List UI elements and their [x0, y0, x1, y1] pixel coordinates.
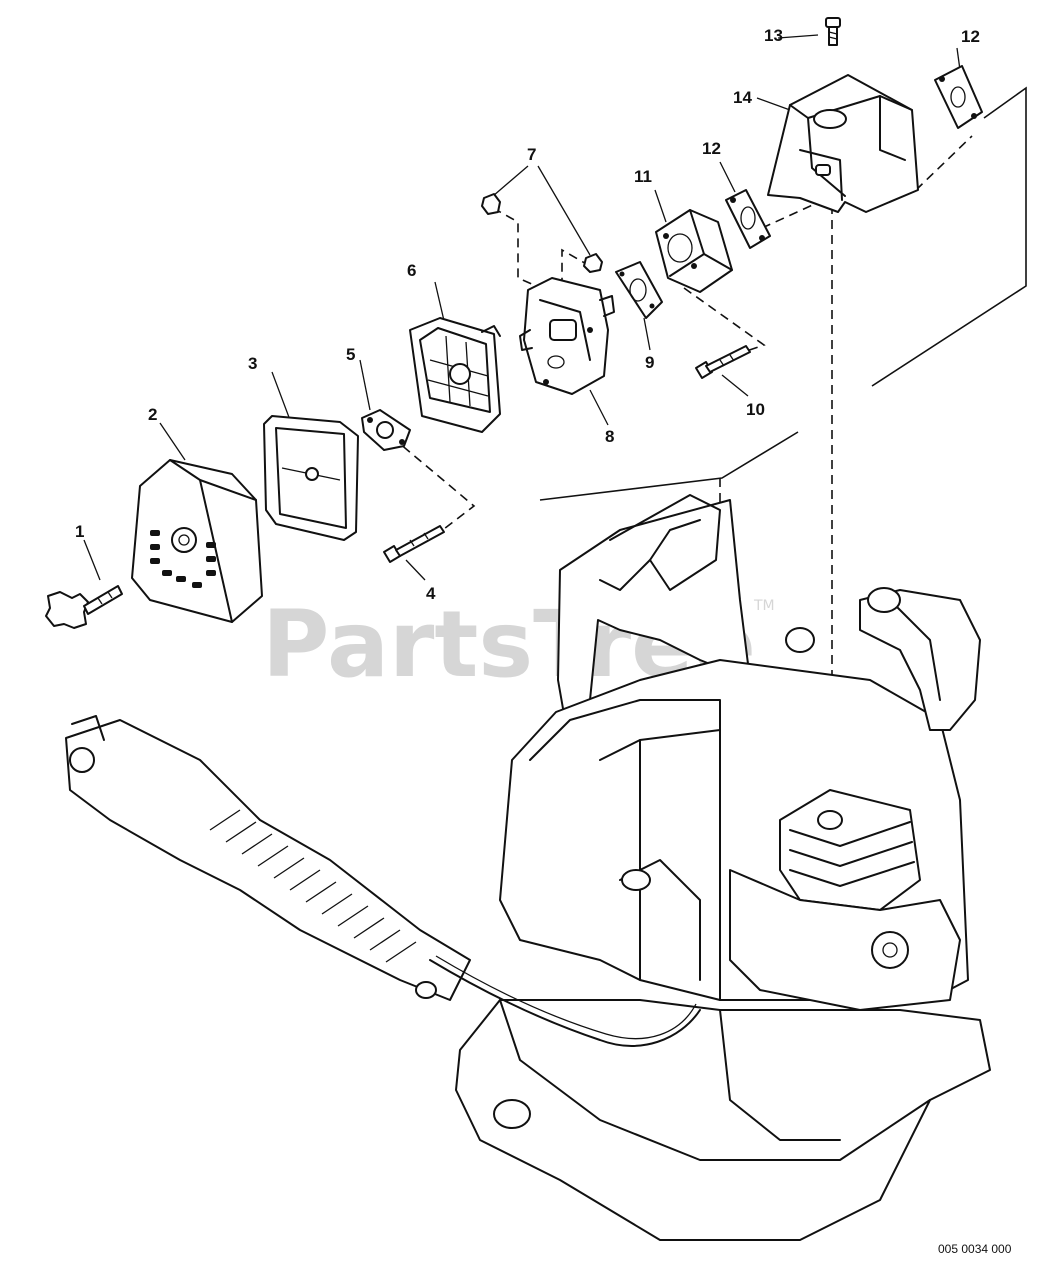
part-1-knob	[45, 585, 123, 629]
callout-8: 8	[605, 427, 614, 446]
part-9-gasket	[615, 261, 663, 319]
part-11-insulator	[655, 209, 733, 293]
part-4-bolt	[383, 525, 445, 563]
part-7-nuts	[481, 193, 603, 273]
part-14-cylinder-cover	[767, 74, 919, 213]
part-5-gasket	[361, 409, 411, 451]
callout-12a: 12	[961, 27, 980, 46]
part-10-bolt	[695, 345, 751, 379]
callout-5: 5	[346, 345, 355, 364]
callout-6: 6	[407, 261, 416, 280]
part-8-carburetor	[519, 277, 615, 395]
part-3-filter-element	[263, 415, 359, 541]
callout-3: 3	[248, 354, 257, 373]
callout-4: 4	[426, 584, 436, 603]
blower-frame	[65, 494, 991, 1241]
part-2-filter-cover	[131, 459, 263, 623]
callout-9: 9	[645, 353, 654, 372]
callouts: 13 12 14 12 11 7 6 3 5 2 1 4 8 9 10	[75, 26, 980, 603]
part-13-screw	[825, 17, 841, 46]
callout-13: 13	[764, 26, 783, 45]
watermark-tm: TM	[753, 598, 775, 614]
callout-1: 1	[75, 522, 84, 541]
callout-7: 7	[527, 145, 536, 164]
part-12-gasket-b	[725, 189, 771, 249]
callout-14: 14	[733, 88, 752, 107]
diagram-code: 005 0034 000	[938, 1242, 1012, 1256]
part-6-filter-base	[409, 317, 501, 433]
callout-11: 11	[634, 167, 652, 186]
callout-2: 2	[148, 405, 157, 424]
callout-12b: 12	[702, 139, 721, 158]
part-12-gasket-a	[934, 65, 983, 129]
callout-10: 10	[746, 400, 765, 419]
